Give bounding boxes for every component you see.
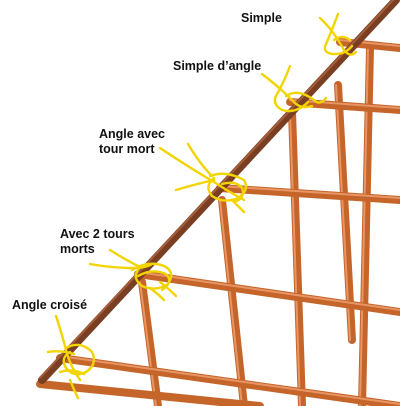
vertical-bar-highlight xyxy=(289,111,301,406)
horizontal-bar-highlight xyxy=(219,185,400,199)
horizontal-bar xyxy=(56,354,400,406)
horizontal-bar xyxy=(134,270,400,316)
horizontal-bar xyxy=(336,38,400,52)
tie-simple xyxy=(318,12,358,56)
tie-angle-tour-mort xyxy=(158,142,248,214)
vertical-bar xyxy=(288,108,306,406)
vertical-bar-highlight xyxy=(139,281,157,406)
label-angle-croise: Angle croisé xyxy=(12,298,88,312)
tie-angle-croise xyxy=(46,314,96,400)
tie-simple-angle xyxy=(260,64,328,113)
diagonal-bar-highlight xyxy=(39,0,395,379)
horizontal-bar-highlight xyxy=(137,271,400,311)
label-simple-angle: Simple d’angle xyxy=(173,59,262,73)
vertical-bar-highlight xyxy=(219,199,243,406)
label-deux-tours-line1: Avec 2 tours xyxy=(60,227,135,241)
label-angle-tour-line1: Angle avec xyxy=(99,127,166,141)
wire-ties xyxy=(46,12,358,400)
label-simple: Simple xyxy=(241,11,282,25)
label-angle-tour-line2: tour mort xyxy=(99,142,155,156)
horizontal-bar-highlight xyxy=(59,355,400,405)
vertical-bar xyxy=(138,278,162,406)
vertical-bar-highlight xyxy=(335,84,351,341)
tie-deux-tours-morts xyxy=(88,248,178,302)
vertical-bar xyxy=(218,196,248,406)
horizontal-bar xyxy=(36,380,264,406)
main-diagonal-bar xyxy=(38,0,400,384)
horizontal-bar xyxy=(216,184,400,204)
vertical-bar xyxy=(334,81,356,344)
label-deux-tours-line2: morts xyxy=(60,242,95,256)
diagonal-bar xyxy=(38,0,400,384)
